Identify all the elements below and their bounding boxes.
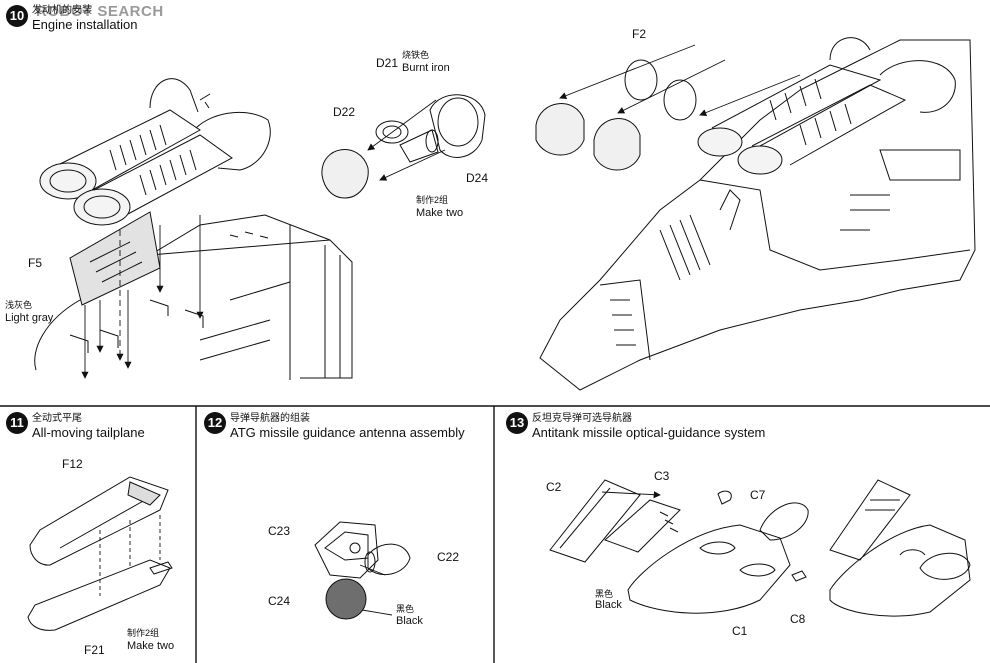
- black-en-13: Black: [595, 599, 622, 611]
- guidance-lens-c7: [717, 490, 732, 505]
- part-label-d22: D22: [333, 105, 356, 119]
- guidance-base-c1: [627, 524, 791, 614]
- engine-pair-right: [697, 37, 956, 175]
- engine-pair-left: [39, 78, 271, 226]
- guidance-pin-c8: [791, 570, 807, 582]
- guidance-housing-c3: [604, 499, 681, 553]
- black-cn-12: 黑色: [396, 604, 415, 614]
- part-label-c3: C3: [654, 469, 670, 483]
- part-label-d24: D24: [466, 171, 489, 185]
- make-two-en-11: Make two: [127, 640, 175, 652]
- step-12-number: 12: [204, 412, 226, 434]
- watermark: ROBOT SEARCH: [36, 3, 164, 20]
- burnt-iron-en: Burnt iron: [402, 62, 450, 74]
- part-label-c1: C1: [732, 624, 748, 638]
- make-two-cn-11: 制作2组: [127, 628, 160, 638]
- antenna-cone-c22: [364, 543, 411, 576]
- step-12-title-en: ATG missile guidance antenna assembly: [230, 425, 465, 440]
- fuselage-right: [539, 39, 976, 391]
- guidance-cover-c2: [549, 479, 641, 563]
- nozzle-cap-d22: [321, 149, 369, 199]
- step-10-number: 10: [6, 5, 28, 27]
- step-10-title-cn: 发动机的安装: [32, 5, 92, 16]
- step-12-title-cn: 导弹导航器的组装: [230, 413, 310, 424]
- make-two-en: Make two: [416, 207, 464, 219]
- part-label-f21: F21: [84, 643, 105, 657]
- nozzle-ring-d21: [375, 120, 409, 144]
- make-two-cn: 制作2组: [416, 195, 449, 205]
- black-en-12: Black: [396, 615, 423, 627]
- antenna-dish-c24: [325, 578, 367, 620]
- tailplane-top-f12: [29, 476, 169, 566]
- step-11-title-cn: 全动式平尾: [32, 413, 82, 424]
- guidance-assembled: [829, 479, 971, 617]
- nozzle-caps-f2: [535, 59, 697, 171]
- part-label-f12: F12: [62, 457, 83, 471]
- fuselage-left: [34, 214, 353, 380]
- step-11-title-en: All-moving tailplane: [32, 425, 145, 440]
- step-11-number: 11: [6, 412, 28, 434]
- part-label-f2: F2: [632, 27, 647, 41]
- nozzle-housing-d24: [429, 94, 486, 158]
- black-cn-13: 黑色: [595, 589, 614, 599]
- part-label-c22: C22: [437, 550, 460, 564]
- part-label-c7: C7: [750, 488, 766, 502]
- part-label-c24: C24: [268, 594, 291, 608]
- part-label-c23: C23: [268, 524, 291, 538]
- part-label-c2: C2: [546, 480, 562, 494]
- burnt-iron-cn: 烧铁色: [402, 50, 430, 60]
- tailplane-bottom-f21: [27, 559, 173, 631]
- step-13-title-cn: 反坦克导弹可选导航器: [532, 413, 632, 424]
- guidance-cone: [759, 502, 809, 541]
- part-label-c8: C8: [790, 612, 806, 626]
- step-10-title-en: Engine installation: [32, 17, 138, 32]
- light-gray-en: Light gray: [5, 312, 54, 324]
- part-label-f5: F5: [28, 256, 43, 270]
- step-13-number: 13: [506, 412, 528, 434]
- nozzle-cone: [399, 129, 439, 163]
- intake-panel-f5: [69, 211, 161, 306]
- light-gray-cn: 浅灰色: [5, 300, 33, 310]
- antenna-housing-c23: [314, 521, 379, 579]
- step-13-title-en: Antitank missile optical-guidance system: [532, 425, 766, 440]
- part-label-d21: D21: [376, 56, 399, 70]
